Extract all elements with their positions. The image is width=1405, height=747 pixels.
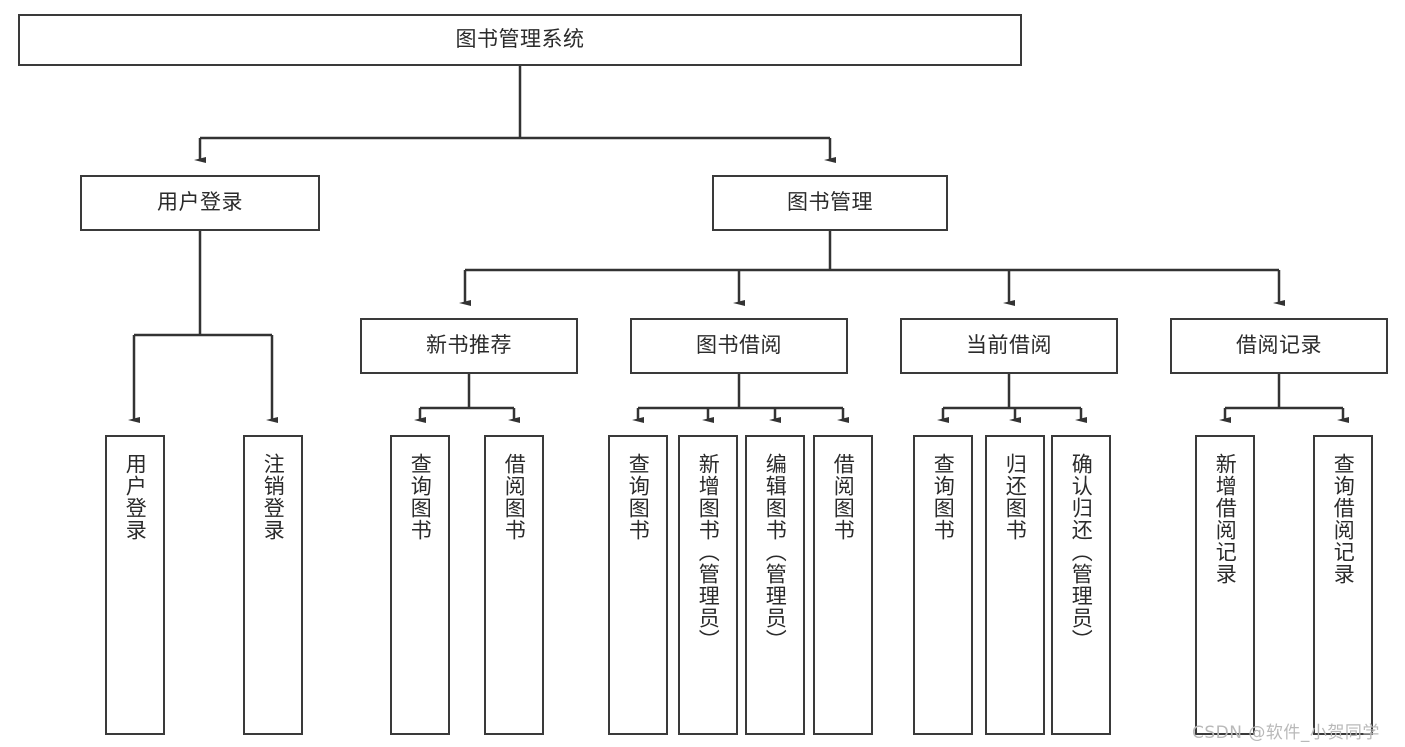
node-borrow-record[interactable]: 借阅记录: [1170, 318, 1388, 374]
node-leaf-add-book-label: 新增图书（管理员）: [696, 453, 721, 651]
node-leaf-add-borrow-record[interactable]: 新增借阅记录: [1195, 435, 1255, 735]
node-leaf-confirm-return-label: 确认归还（管理员）: [1069, 453, 1094, 651]
node-leaf-borrow-book-1[interactable]: 借阅图书: [484, 435, 544, 735]
node-leaf-user-logout-label: 注销登录: [261, 453, 286, 541]
node-leaf-query-book-3[interactable]: 查询图书: [913, 435, 973, 735]
node-leaf-confirm-return[interactable]: 确认归还（管理员）: [1051, 435, 1111, 735]
node-leaf-query-borrow-record[interactable]: 查询借阅记录: [1313, 435, 1373, 735]
node-current-borrow[interactable]: 当前借阅: [900, 318, 1118, 374]
node-root-label: 图书管理系统: [455, 27, 585, 52]
node-book-management-label: 图书管理: [787, 190, 873, 215]
node-new-book-recommend[interactable]: 新书推荐: [360, 318, 578, 374]
node-current-borrow-label: 当前借阅: [966, 333, 1052, 358]
node-leaf-edit-book-label: 编辑图书（管理员）: [763, 453, 788, 651]
node-leaf-add-borrow-record-label: 新增借阅记录: [1213, 453, 1238, 585]
node-leaf-query-borrow-record-label: 查询借阅记录: [1331, 453, 1356, 585]
node-leaf-add-book[interactable]: 新增图书（管理员）: [678, 435, 738, 735]
node-user-login-label: 用户登录: [157, 190, 243, 215]
node-user-login[interactable]: 用户登录: [80, 175, 320, 231]
node-leaf-query-book-2[interactable]: 查询图书: [608, 435, 668, 735]
node-root[interactable]: 图书管理系统: [18, 14, 1022, 66]
node-leaf-borrow-book-2[interactable]: 借阅图书: [813, 435, 873, 735]
node-leaf-user-logout[interactable]: 注销登录: [243, 435, 303, 735]
node-leaf-query-book-1-label: 查询图书: [408, 453, 433, 541]
node-new-book-recommend-label: 新书推荐: [426, 333, 512, 358]
node-leaf-borrow-book-2-label: 借阅图书: [831, 453, 856, 541]
node-leaf-borrow-book-1-label: 借阅图书: [502, 453, 527, 541]
node-book-borrow[interactable]: 图书借阅: [630, 318, 848, 374]
node-leaf-query-book-2-label: 查询图书: [626, 453, 651, 541]
node-leaf-return-book[interactable]: 归还图书: [985, 435, 1045, 735]
node-leaf-query-book-1[interactable]: 查询图书: [390, 435, 450, 735]
node-leaf-user-login-label: 用户登录: [123, 453, 148, 541]
node-leaf-return-book-label: 归还图书: [1003, 453, 1028, 541]
node-borrow-record-label: 借阅记录: [1236, 333, 1322, 358]
node-leaf-edit-book[interactable]: 编辑图书（管理员）: [745, 435, 805, 735]
node-book-management[interactable]: 图书管理: [712, 175, 948, 231]
csdn-watermark: CSDN @软件_小贺同学: [1192, 723, 1380, 743]
node-book-borrow-label: 图书借阅: [696, 333, 782, 358]
node-leaf-query-book-3-label: 查询图书: [931, 453, 956, 541]
node-leaf-user-login[interactable]: 用户登录: [105, 435, 165, 735]
